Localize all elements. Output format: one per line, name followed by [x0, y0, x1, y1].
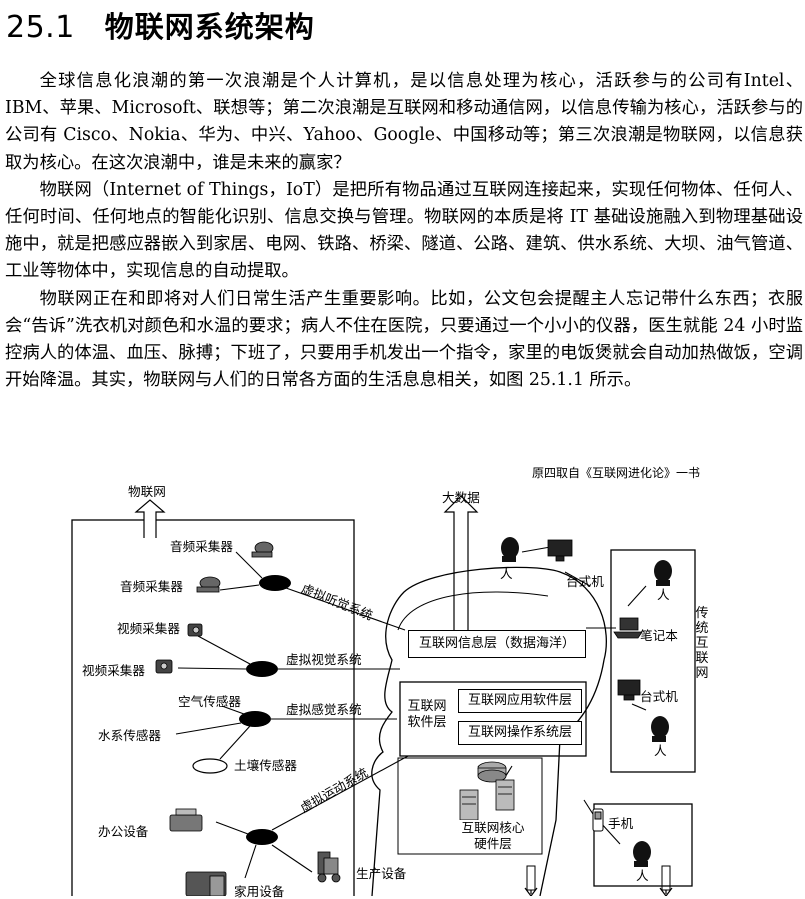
- section-title: 物联网系统架构: [104, 10, 315, 44]
- laptop-icon: [613, 617, 643, 639]
- label-person-4: 人: [636, 868, 649, 883]
- microphone-icon: [196, 541, 274, 593]
- paragraph-3: 物联网正在和即将对人们日常生活产生重要影响。比如，公文包会提醒主人忘记带什么东西…: [5, 288, 803, 391]
- traditional-internet-label: 传统互联网: [695, 606, 709, 681]
- big-data-label: 大数据: [442, 490, 480, 505]
- person-head-icon: [501, 537, 672, 867]
- printer-icon: [169, 808, 203, 832]
- source-note: 原四取自《互联网进化论》一书: [532, 466, 701, 480]
- iot-frame: [71, 519, 355, 896]
- label-video1: 视频采集器: [117, 621, 180, 636]
- label-person-3: 人: [654, 743, 667, 758]
- label-audio2: 音频采集器: [120, 579, 183, 594]
- label-production: 生产设备: [356, 866, 407, 881]
- camera-icon: [155, 623, 203, 674]
- paragraph-1: 全球信息化浪潮的第一次浪潮是个人计算机，是以信息处理为核心，活跃参与的公司有In…: [5, 71, 803, 173]
- label-water: 水系传感器: [98, 728, 161, 743]
- section-number: 25.1: [6, 10, 75, 45]
- figure-drawing: [71, 495, 696, 896]
- app-layer-box: 互联网应用软件层: [458, 689, 582, 713]
- label-air: 空气传感器: [178, 694, 241, 709]
- router-icon: [477, 761, 507, 783]
- os-layer-box: 互联网操作系统层: [458, 721, 582, 745]
- forklift-icon: [317, 851, 341, 883]
- server-icon: [459, 779, 515, 821]
- label-person-2: 人: [657, 587, 670, 602]
- label-office: 办公设备: [98, 824, 149, 839]
- hub-motion: [246, 829, 278, 845]
- label-phone: 手机: [608, 816, 634, 831]
- label-sense-system: 虚拟感觉系统: [286, 702, 362, 717]
- soil-node: [192, 758, 228, 774]
- traditional-internet-frame: [610, 549, 696, 773]
- hub-hearing: [259, 575, 291, 591]
- iot-architecture-figure: 原四取自《互联网进化论》一书 物联网 大数据 音频采集器 音频采集器 视频采集器…: [0, 460, 805, 899]
- paragraph-2: 物联网（Internet of Things，IoT）是把所有物品通过互联网连接…: [5, 179, 803, 282]
- software-layer-frame: [399, 681, 587, 757]
- big-data-arrow: [443, 495, 479, 630]
- info-layer-box: 互联网信息层（数据海洋）: [408, 630, 586, 658]
- label-soil: 土壤传感器: [234, 758, 297, 773]
- label-desktop-2: 台式机: [640, 689, 678, 704]
- label-vision-system: 虚拟视觉系统: [286, 652, 362, 667]
- hub-sense: [239, 711, 271, 727]
- desktop-icon: [547, 539, 641, 701]
- iot-up-arrow: [134, 499, 166, 538]
- hardware-layer-frame: [397, 757, 543, 855]
- section-heading: 25.1 物联网系统架构: [6, 4, 315, 48]
- label-home: 家用设备: [234, 884, 285, 899]
- label-person-1: 人: [500, 566, 513, 581]
- fridge-icon: [185, 871, 227, 896]
- label-audio1: 音频采集器: [170, 539, 233, 554]
- phone-frame: [593, 803, 693, 887]
- mobile-phone-icon: [592, 808, 604, 832]
- head-silhouette: [371, 566, 607, 896]
- label-video2: 视频采集器: [82, 663, 145, 678]
- iot-label: 物联网: [128, 484, 166, 499]
- label-laptop: 笔记本: [640, 628, 678, 643]
- label-desktop-1: 台式机: [566, 574, 604, 589]
- hub-vision: [246, 661, 278, 677]
- hardware-layer-label: 互联网核心硬件层: [456, 820, 530, 852]
- software-layer-title: 互联网软件层: [404, 690, 450, 740]
- body-text: 全球信息化浪潮的第一次浪潮是个人计算机，是以信息处理为核心，活跃参与的公司有In…: [5, 68, 803, 394]
